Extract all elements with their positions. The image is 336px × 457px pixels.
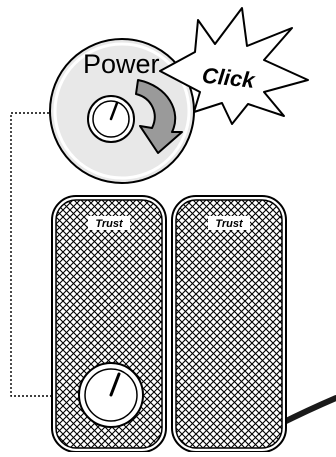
right-speaker: Trust xyxy=(172,196,286,452)
speaker-cable xyxy=(280,398,336,424)
left-speaker-brand: Trust xyxy=(95,218,124,230)
power-callout: Power xyxy=(50,39,194,183)
right-speaker-grille xyxy=(176,200,282,448)
left-speaker: Trust xyxy=(52,196,166,452)
right-speaker-brand: Trust xyxy=(215,218,244,230)
power-label: Power xyxy=(83,49,160,79)
